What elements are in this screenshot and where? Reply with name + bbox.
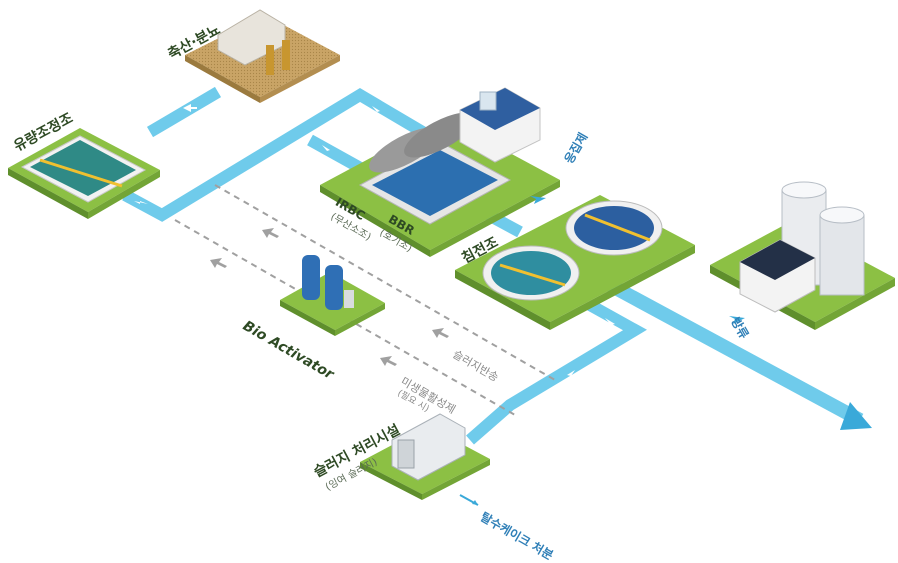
storage-tank-2 xyxy=(819,214,865,296)
building-tank xyxy=(479,91,497,111)
activator-tank-1 xyxy=(302,255,320,300)
pipe-discharge xyxy=(606,278,864,427)
grey-arrow-3 xyxy=(432,328,449,338)
equalization-pad xyxy=(8,128,160,219)
sludge-control-box xyxy=(397,439,415,469)
tank-pad xyxy=(710,181,895,330)
grey-arrows xyxy=(210,228,449,366)
arrow-3 xyxy=(372,106,380,112)
arrow-2 xyxy=(134,201,148,204)
grey-arrow-1 xyxy=(262,228,279,238)
arrow-6 xyxy=(720,356,730,363)
arrow-9 xyxy=(567,370,575,376)
bio-activator-pad xyxy=(280,255,385,336)
arrow-7 xyxy=(768,382,778,389)
activator-panel xyxy=(344,290,354,308)
arrow-8 xyxy=(605,318,615,325)
coagulant-arrow xyxy=(530,196,546,204)
sedimentation-pad xyxy=(455,195,695,330)
pipe-livestock-to-equalization xyxy=(146,86,222,138)
sludge-pad xyxy=(360,413,490,500)
arrow-5 xyxy=(672,330,682,337)
irbc-drum-2 xyxy=(404,112,476,158)
dewatered-arrowhead xyxy=(472,500,478,505)
livestock-pad xyxy=(185,9,340,103)
discharge-arrowhead xyxy=(840,402,872,430)
pipe-sedimentation-to-sludge xyxy=(466,299,647,445)
flow-arrows xyxy=(134,104,778,416)
activator-tank-2 xyxy=(325,265,343,310)
grey-arrow-4 xyxy=(380,356,397,366)
pipe-equalization-to-irbc xyxy=(122,88,474,222)
arrow-1 xyxy=(183,104,197,112)
outflow-2 xyxy=(282,40,290,70)
grey-arrow-2 xyxy=(210,258,227,268)
biological-pad xyxy=(320,87,560,257)
outflow-1 xyxy=(266,45,274,75)
arrow-4 xyxy=(322,145,330,151)
disinfection-arrow xyxy=(729,316,745,324)
